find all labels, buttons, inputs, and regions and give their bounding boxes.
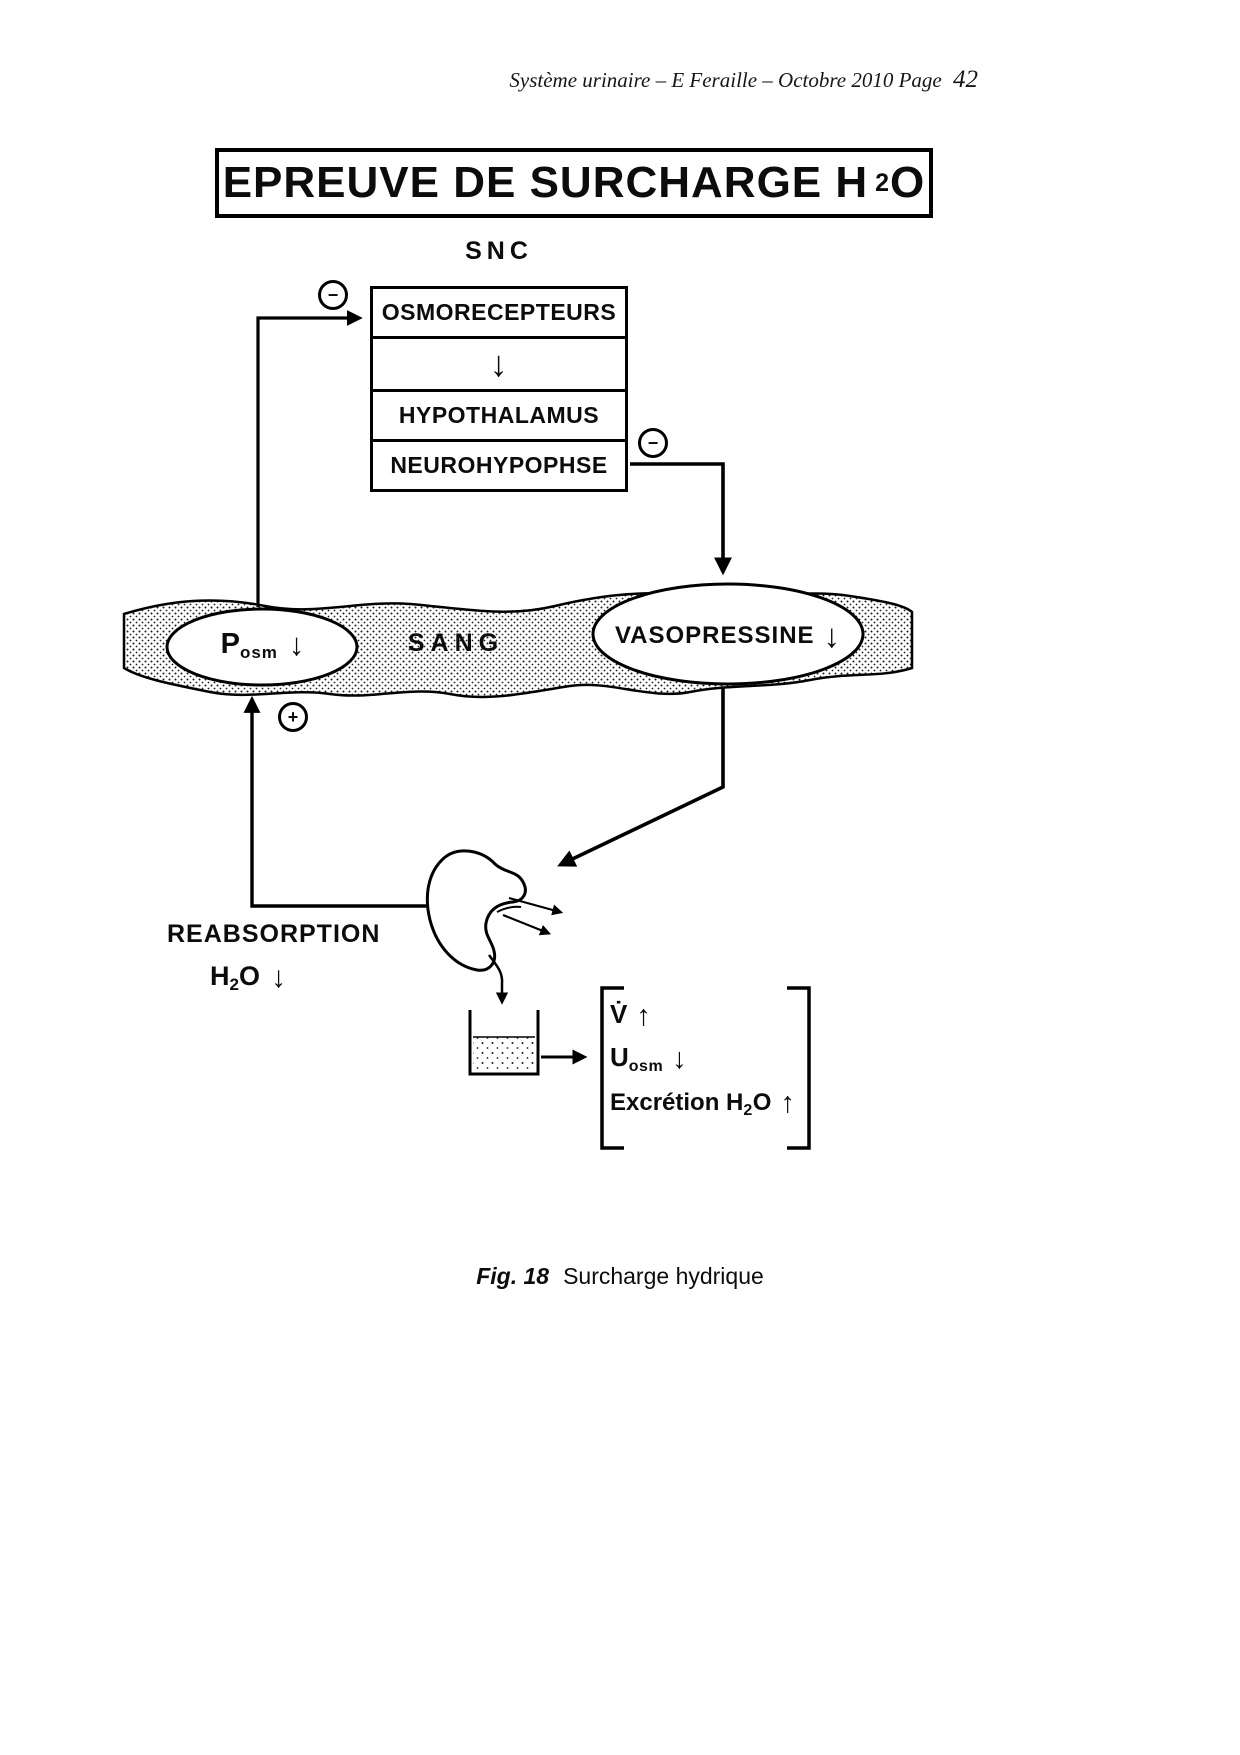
result-excretion: Excrétion H2O ↑ bbox=[610, 1087, 795, 1120]
kidney-outflow-arrow-1 bbox=[508, 896, 564, 916]
reabsorption-feedback-arrow bbox=[243, 695, 432, 908]
vasopressine-down-arrow: ↓ bbox=[823, 617, 842, 654]
reabsorption-h2o-label: H2O ↓ bbox=[210, 961, 286, 995]
h2o-h: H bbox=[210, 961, 230, 991]
arrow-neurohypophse-to-blood bbox=[630, 462, 732, 576]
page-header: Système urinaire – E Feraille – Octobre … bbox=[0, 66, 978, 94]
kidney-drawing bbox=[425, 849, 564, 1005]
urine-beaker bbox=[468, 1010, 540, 1076]
figure-title-main: EPREUVE DE SURCHARGE H bbox=[222, 158, 869, 207]
kidney-outline bbox=[425, 849, 527, 972]
vdot-symbol: V̇ bbox=[610, 999, 628, 1029]
header-text: Système urinaire – E Feraille – Octobre … bbox=[509, 68, 942, 92]
kidney-outflow-arrow-2 bbox=[502, 913, 552, 936]
posm-down-arrow: ↓ bbox=[288, 627, 305, 662]
uosm-symbol: U bbox=[610, 1042, 629, 1072]
posm-ellipse bbox=[165, 607, 359, 687]
h2o-o: O bbox=[238, 961, 260, 991]
snc-label: SNC bbox=[465, 237, 533, 265]
result-flow-rate: V̇ ↑ bbox=[610, 999, 651, 1033]
osmorecepteurs-box: OSMORECEPTEURS bbox=[370, 286, 628, 339]
reabsorption-label: REABSORPTION bbox=[167, 920, 381, 948]
kidney-hilum-line bbox=[496, 905, 522, 913]
plus-sign: + bbox=[278, 702, 308, 732]
posm-symbol: P bbox=[220, 628, 240, 660]
excretion-up-arrow: ↑ bbox=[780, 1087, 795, 1119]
vasopressine-ellipse bbox=[591, 582, 865, 686]
figure-title-tail: O bbox=[890, 158, 926, 207]
result-uosm: Uosm ↓ bbox=[610, 1042, 687, 1076]
page-number: 42 bbox=[953, 66, 978, 93]
figure-caption-label: Fig. 18 bbox=[476, 1263, 550, 1289]
figure-title-subscript: 2 bbox=[875, 168, 891, 197]
h2o-subscript: 2 bbox=[229, 975, 239, 994]
beaker-liquid bbox=[473, 1037, 535, 1071]
excretion-text: Excrétion H bbox=[610, 1089, 744, 1116]
vasopressine-text: VASOPRESSINE bbox=[614, 622, 815, 649]
posm-subscript: osm bbox=[239, 643, 278, 662]
figure-caption: Fig. 18 Surcharge hydrique bbox=[0, 1263, 1240, 1290]
posm-label: Posm ↓ bbox=[175, 627, 350, 663]
uosm-down-arrow: ↓ bbox=[672, 1043, 687, 1075]
figure-caption-text: Surcharge hydrique bbox=[563, 1263, 764, 1289]
minus-sign-right: − bbox=[638, 428, 668, 458]
excretion-h2o-o: O bbox=[752, 1089, 772, 1116]
minus-sign-left: − bbox=[318, 280, 348, 310]
ureter-arrow bbox=[487, 954, 509, 1005]
hypothalamus-box: HYPOTHALAMUS bbox=[370, 389, 628, 442]
bracket-left bbox=[600, 986, 624, 1150]
bracket-right bbox=[787, 986, 811, 1150]
h2o-down-arrow: ↓ bbox=[270, 961, 286, 994]
beaker-walls bbox=[468, 1010, 540, 1076]
sang-label: SANG bbox=[407, 629, 505, 657]
arrow-vasopressine-to-kidney bbox=[557, 688, 725, 867]
excretion-h2o-subscript: 2 bbox=[743, 1102, 753, 1119]
neurohypophse-box: NEUROHYPOPHSE bbox=[370, 439, 628, 492]
vasopressine-label: VASOPRESSINE ↓ bbox=[597, 617, 859, 655]
down-arrow-box: ↓ bbox=[370, 336, 628, 392]
cns-box-stack: OSMORECEPTEURS ↓ HYPOTHALAMUS NEUROHYPOP… bbox=[370, 286, 628, 492]
feedback-arrow-posm-to-snc bbox=[256, 310, 363, 607]
vdot-up-arrow: ↑ bbox=[636, 1000, 651, 1032]
uosm-subscript: osm bbox=[628, 1058, 664, 1075]
